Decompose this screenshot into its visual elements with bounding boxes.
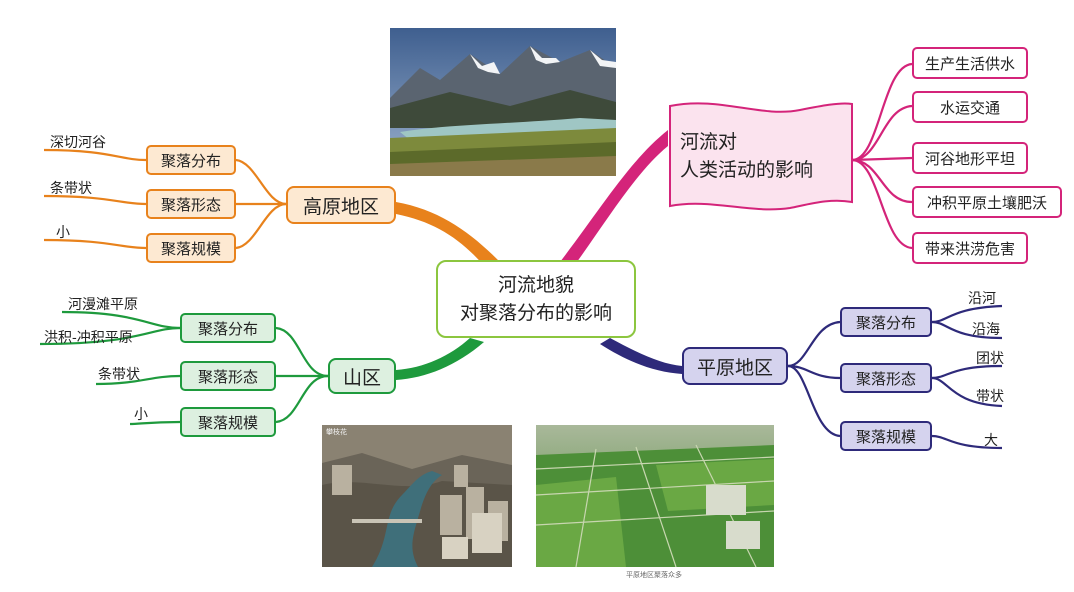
mountain-distribution-node[interactable]: 聚落分布	[180, 313, 276, 343]
plateau-form-leaf: 条带状	[50, 181, 92, 197]
plain-node[interactable]: 平原地区	[682, 347, 788, 385]
mountain-form-leaf: 条带状	[98, 367, 140, 383]
trunk-mountain	[396, 338, 484, 380]
impact-branches	[851, 62, 913, 250]
plateau-distribution-node[interactable]: 聚落分布	[146, 145, 236, 175]
plain-farmland-photo	[536, 425, 774, 567]
impact-flag	[669, 102, 853, 211]
center-title-line1: 河流地貌	[497, 274, 574, 296]
mountain-distribution-leaf-2: 洪积-冲积平原	[44, 330, 133, 346]
plateau-distribution-leaf: 深切河谷	[50, 135, 106, 151]
impact-node[interactable]: 河流对 人类活动的影响	[680, 128, 813, 184]
mountain-distribution-leaf-1: 河漫滩平原	[68, 297, 138, 313]
trunk-impact	[560, 130, 668, 266]
impact-title-line2: 人类活动的影响	[680, 159, 814, 181]
trunk-plain	[600, 338, 682, 374]
mountain-scale-node[interactable]: 聚落规模	[180, 407, 276, 437]
mountain-form-node[interactable]: 聚落形态	[180, 361, 276, 391]
impact-item-water-transport[interactable]: 水运交通	[912, 91, 1028, 123]
impact-item-flat-terrain[interactable]: 河谷地形平坦	[912, 142, 1028, 174]
impact-item-water-supply[interactable]: 生产生活供水	[912, 47, 1028, 79]
mountain-node[interactable]: 山区	[328, 358, 396, 394]
mountain-scale-leaf: 小	[134, 407, 148, 423]
center-title-line2: 对聚落分布的影响	[459, 302, 612, 324]
mountain-photo-caption: 攀枝花	[326, 428, 347, 436]
plain-distribution-leaf-1: 沿河	[968, 291, 996, 307]
plateau-valley-photo	[390, 28, 616, 176]
mountain-town-photo: 攀枝花	[322, 425, 512, 567]
trunk-plateau	[396, 202, 500, 268]
plain-photo-caption: 平原地区聚落众多	[626, 571, 682, 579]
plain-scale-node[interactable]: 聚落规模	[840, 421, 932, 451]
plain-distribution-leaf-2: 沿海	[972, 322, 1000, 338]
plateau-scale-node[interactable]: 聚落规模	[146, 233, 236, 263]
mountain-branches	[39, 310, 329, 426]
plain-scale-leaf: 大	[984, 433, 998, 449]
plain-form-node[interactable]: 聚落形态	[840, 363, 932, 393]
center-node[interactable]: 河流地貌 对聚落分布的影响	[436, 260, 636, 338]
plateau-branches	[43, 148, 287, 250]
plain-form-leaf-1: 团状	[976, 351, 1004, 367]
plain-distribution-node[interactable]: 聚落分布	[840, 307, 932, 337]
impact-title-line1: 河流对	[680, 131, 738, 153]
impact-item-flood-hazard[interactable]: 带来洪涝危害	[912, 232, 1028, 264]
impact-item-fertile-soil[interactable]: 冲积平原土壤肥沃	[912, 186, 1062, 218]
plain-form-leaf-2: 带状	[976, 389, 1004, 405]
plain-branches	[787, 304, 1003, 450]
plateau-node[interactable]: 高原地区	[286, 186, 396, 224]
plateau-form-node[interactable]: 聚落形态	[146, 189, 236, 219]
plateau-scale-leaf: 小	[56, 225, 70, 241]
